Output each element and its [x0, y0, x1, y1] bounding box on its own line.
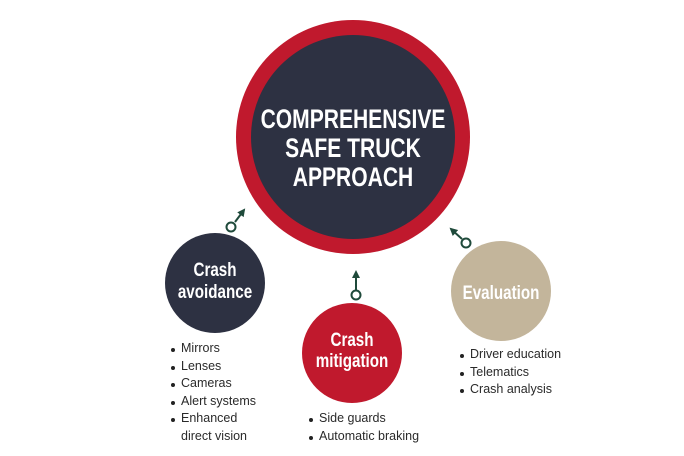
list-item: Lenses: [171, 358, 256, 376]
crash-avoidance-circle: [165, 233, 265, 333]
evaluation-label: Evaluation: [463, 281, 540, 303]
list-item: Automatic braking: [309, 428, 419, 446]
connector-mitigation: [350, 270, 362, 301]
list-item: Alert systems: [171, 393, 256, 411]
list-item: Side guards: [309, 410, 419, 428]
connector-avoidance: [225, 208, 246, 233]
mitigation-label-1: Crash: [330, 328, 373, 350]
list-item: Mirrors: [171, 340, 256, 358]
main-circle-core: [251, 35, 455, 239]
mitigation-label-2: mitigation: [316, 349, 389, 371]
mitigation-list: Side guards Automatic braking: [309, 410, 419, 445]
list-item: Crash analysis: [460, 381, 561, 399]
avoidance-label-2: avoidance: [178, 280, 252, 302]
list-item: Cameras: [171, 375, 256, 393]
list-item-continuation: direct vision: [181, 428, 247, 443]
title-line-3: APPROACH: [293, 163, 413, 193]
list-item: Driver education: [460, 346, 561, 364]
avoidance-label-1: Crash: [193, 258, 236, 280]
avoidance-list: Mirrors Lenses Cameras Alert systems Enh…: [171, 340, 256, 445]
list-item: Telematics: [460, 364, 561, 382]
title-line-2: SAFE TRUCK: [285, 134, 421, 164]
evaluation-circle: [451, 241, 551, 341]
evaluation-list: Driver education Telematics Crash analys…: [460, 346, 561, 399]
title-line-1: COMPREHENSIVE: [261, 105, 446, 135]
connector-evaluation: [449, 227, 472, 249]
list-item: Enhanced: [171, 410, 256, 428]
crash-mitigation-circle: [302, 303, 402, 403]
